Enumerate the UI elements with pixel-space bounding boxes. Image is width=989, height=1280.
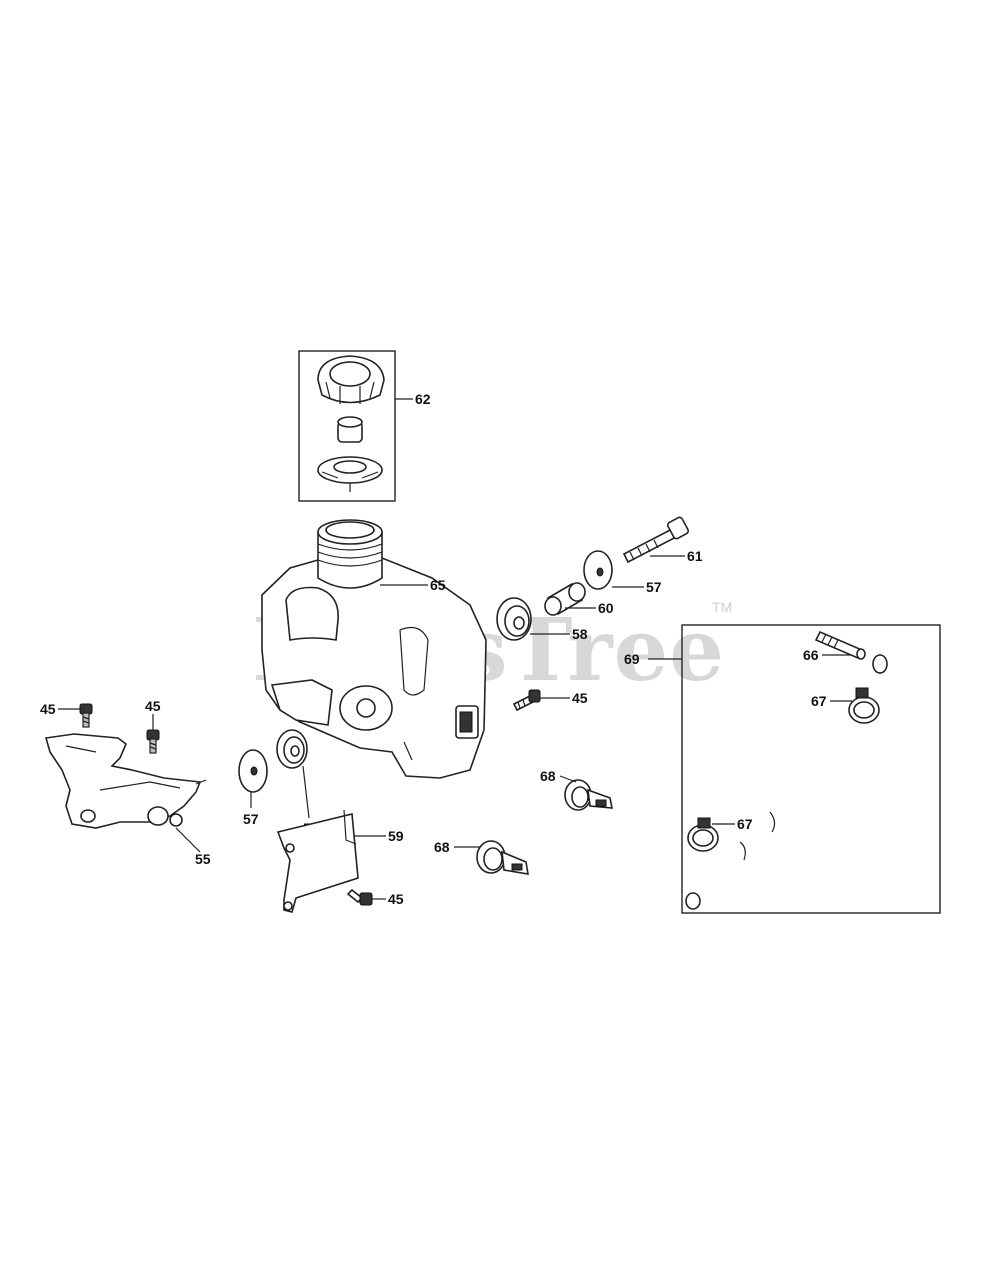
leader-55: [175, 827, 201, 853]
callout-59: 59: [388, 828, 404, 844]
washer-57-upper[interactable]: [583, 550, 613, 590]
callout-58-upper: 58: [572, 626, 588, 642]
spacer-60[interactable]: [544, 582, 586, 616]
callout-67-upper: 67: [811, 693, 827, 709]
leader-68-upper: [559, 775, 577, 783]
callout-57-upper: 57: [646, 579, 662, 595]
hose-clamp-67-upper[interactable]: [848, 687, 880, 724]
watermark-trademark: TM: [712, 599, 732, 615]
washer-57-lower[interactable]: [238, 749, 268, 793]
callout-67-lower: 67: [737, 816, 753, 832]
grommet-58-lower[interactable]: [276, 729, 308, 769]
callout-69: 69: [624, 651, 640, 667]
callout-60: 60: [598, 600, 614, 616]
bolt-61[interactable]: [622, 516, 690, 564]
plate-59[interactable]: [276, 809, 359, 913]
fuel-filter-66[interactable]: [814, 630, 866, 660]
fuel-line-kit[interactable]: [681, 624, 941, 914]
callout-45-left-b: 45: [145, 698, 161, 714]
line-clip-68-upper[interactable]: [564, 779, 613, 811]
callout-62: 62: [415, 391, 431, 407]
callout-45-lower: 45: [388, 891, 404, 907]
callout-61: 61: [687, 548, 703, 564]
callout-65: 65: [430, 577, 446, 593]
line-clip-68-lower[interactable]: [476, 840, 529, 875]
screw-45-lower[interactable]: [346, 888, 373, 906]
fuel-tank[interactable]: [261, 519, 487, 779]
grommet-58-upper[interactable]: [496, 597, 532, 641]
callout-45-tank: 45: [572, 690, 588, 706]
screw-45-tank[interactable]: [512, 689, 541, 712]
fuel-cap-assembly[interactable]: [298, 350, 396, 502]
callout-55: 55: [195, 851, 211, 867]
bracket-55[interactable]: [44, 733, 207, 829]
callout-68-upper: 68: [540, 768, 556, 784]
hose-clamp-67-lower[interactable]: [687, 817, 719, 852]
leader-58-lower: [302, 765, 310, 819]
screw-45-left-a[interactable]: [79, 703, 93, 728]
callout-57-lower: 57: [243, 811, 259, 827]
callout-45-left-a: 45: [40, 701, 56, 717]
callout-68-lower: 68: [434, 839, 450, 855]
screw-45-left-b[interactable]: [146, 729, 160, 754]
callout-66: 66: [803, 647, 819, 663]
